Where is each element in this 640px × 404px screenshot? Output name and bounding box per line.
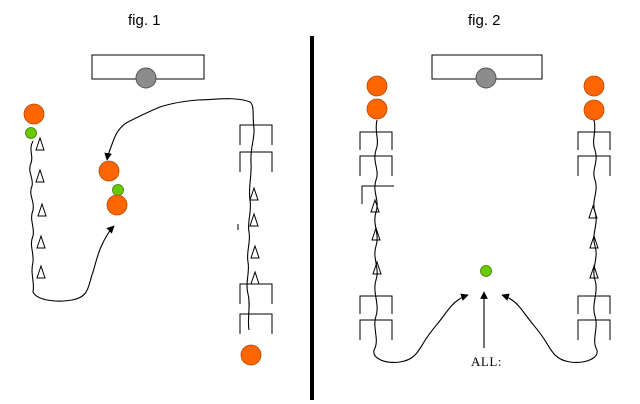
agility-ladder-icon: [577, 131, 611, 340]
figure-divider: [310, 36, 314, 400]
cone-icon: [249, 186, 259, 201]
player-icon: [98, 160, 120, 182]
dribble-path-right: [501, 119, 598, 363]
dribble-path-top: [104, 98, 255, 331]
cone-icon: [371, 226, 381, 241]
cone-icon: [250, 244, 260, 259]
cone-icon: [36, 234, 46, 249]
cone-icon: [250, 270, 260, 285]
figure-2-title: fig. 2: [468, 12, 501, 29]
agility-ladder-icon: [237, 124, 273, 334]
dribble-path-left: [29, 140, 115, 302]
coach-ball-icon: [475, 67, 497, 89]
player-icon: [583, 99, 605, 121]
cone-icon: [249, 212, 259, 227]
player-icon: [106, 194, 128, 216]
cone-icon: [37, 202, 47, 217]
figure-1: fig. 1: [23, 12, 273, 366]
figure-1-title: fig. 1: [128, 12, 161, 29]
player-icon: [240, 344, 262, 366]
cone-column-right: [249, 186, 260, 285]
ball-icon: [480, 265, 492, 277]
cone-icon: [35, 168, 45, 183]
coach-box-icon: [431, 54, 543, 89]
player-icon: [583, 75, 605, 97]
all-label: ALL:: [471, 354, 502, 369]
coach-ball-icon: [135, 67, 157, 89]
dribble-path-left: [373, 119, 469, 363]
cone-icon: [36, 264, 46, 279]
player-icon: [366, 75, 388, 97]
ball-icon: [25, 127, 37, 139]
player-icon: [23, 103, 45, 125]
cone-icon: [35, 136, 45, 151]
figure-2: fig. 2: [359, 12, 611, 369]
player-icon: [366, 98, 388, 120]
cone-column-left: [35, 136, 47, 279]
coach-box-icon: [91, 54, 205, 89]
cone-column-right: [588, 204, 599, 279]
cone-icon: [370, 198, 380, 213]
ball-icon: [112, 184, 124, 196]
